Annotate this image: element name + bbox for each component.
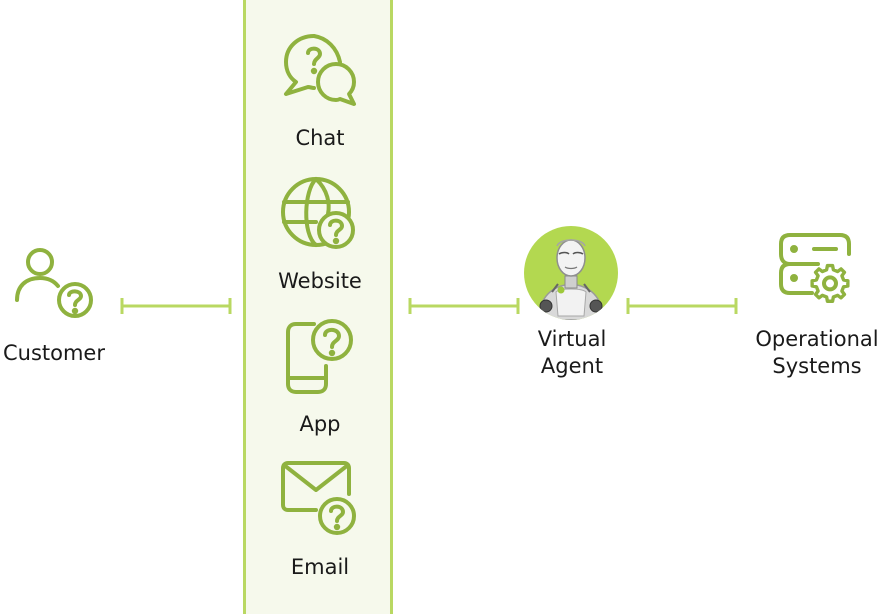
virtual-agent-label: Virtual Agent [512, 326, 632, 380]
globe-question-icon [281, 177, 355, 249]
robot-avatar-icon [524, 226, 618, 320]
server-gear-icon [779, 233, 851, 303]
customer-label: Customer [2, 341, 105, 365]
virtual-agent-label-line1: Virtual [537, 327, 607, 351]
channel-app-label: App [299, 412, 341, 436]
channel-website-label: Website [278, 269, 362, 293]
chat-bubbles-question-icon [284, 34, 356, 106]
channels-band [243, 0, 393, 614]
operational-systems-label-line1: Operational [755, 327, 879, 351]
operational-systems-label: Operational Systems [742, 326, 883, 380]
channel-chat-label: Chat [295, 126, 345, 150]
connector-channels-agent [408, 298, 520, 314]
channel-email-label: Email [290, 555, 350, 579]
connector-agent-systems [626, 298, 738, 314]
virtual-agent-label-line2: Agent [540, 354, 604, 378]
user-question-icon [15, 248, 93, 318]
mobile-question-icon [286, 319, 353, 394]
operational-systems-label-line2: Systems [772, 354, 862, 378]
envelope-question-icon [281, 461, 356, 535]
connector-customer-channels [120, 298, 232, 314]
